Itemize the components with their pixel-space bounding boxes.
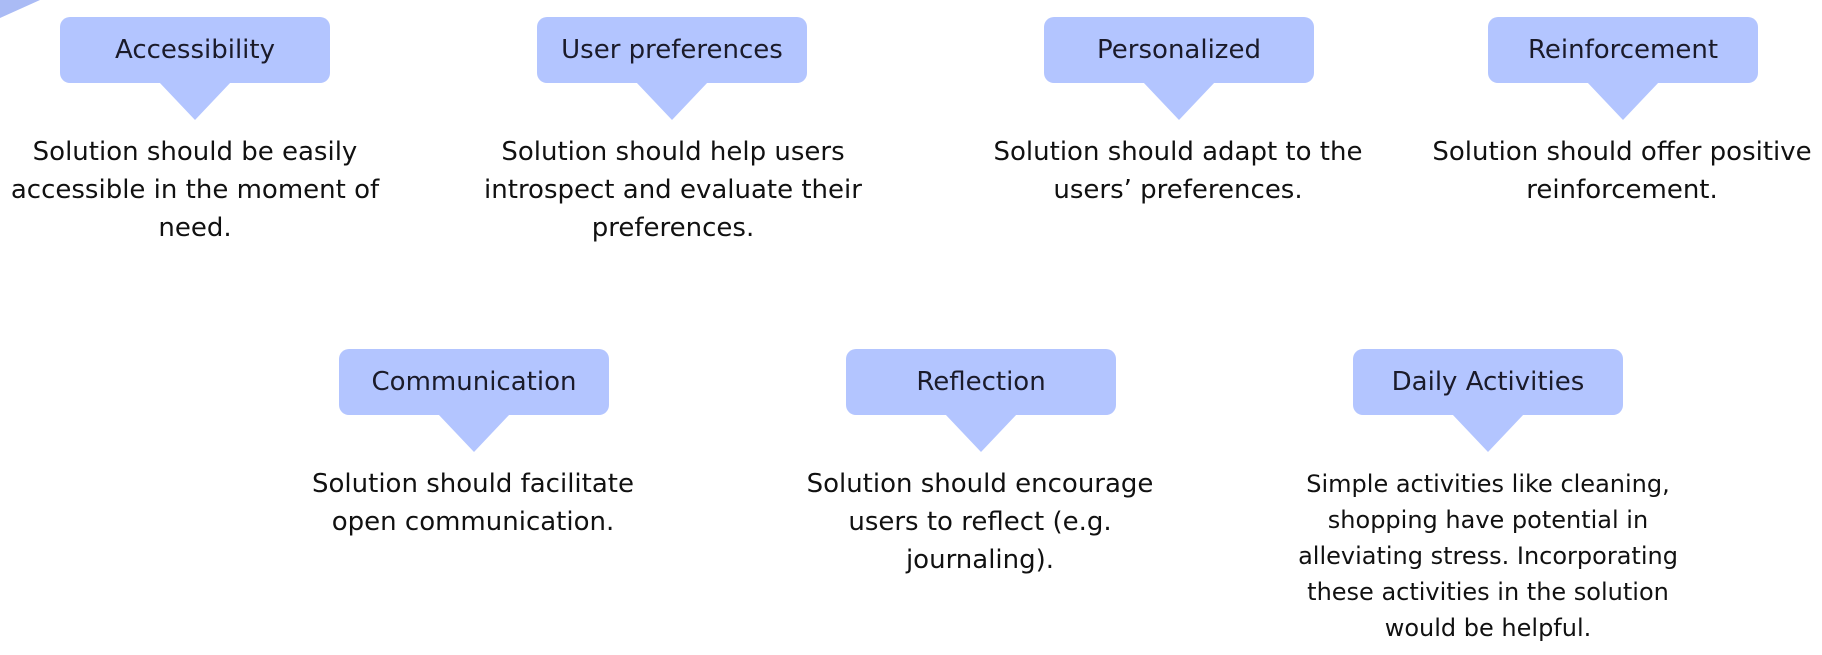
card-description: Solution should facilitate open communic…	[312, 469, 634, 537]
card-title: Reinforcement	[1527, 35, 1719, 65]
card-title-bubble: Daily Activities	[1353, 349, 1623, 415]
bubble-pointer	[1452, 414, 1524, 452]
card-title-bubble: Accessibility	[60, 17, 330, 83]
bubble-pointer	[1587, 82, 1659, 120]
card-description: Solution should be easily accessible in …	[10, 137, 380, 243]
card-description: Solution should offer positive reinforce…	[1432, 137, 1812, 205]
card-description: Solution should help users introspect an…	[484, 137, 862, 243]
card-title-bubble: Reinforcement	[1488, 17, 1758, 83]
card-title: Accessibility	[115, 35, 275, 65]
card-title: Reflection	[916, 367, 1046, 397]
card-title: Personalized	[1097, 35, 1261, 65]
bubble-pointer	[636, 82, 708, 120]
bubble-pointer	[1143, 82, 1215, 120]
card-description: Solution should encourage users to refle…	[806, 469, 1154, 575]
card-title-bubble: Communication	[339, 349, 609, 415]
card-description: Solution should adapt to the users’ pref…	[993, 137, 1363, 205]
bubble-pointer	[438, 414, 510, 452]
corner-decoration	[0, 0, 40, 18]
card-description: Simple activities like cleaning, shoppin…	[1298, 470, 1678, 642]
bubble-pointer	[159, 82, 231, 120]
card-title-bubble: Personalized	[1044, 17, 1314, 83]
card-title: Communication	[371, 367, 577, 397]
card-title-bubble: User preferences	[537, 17, 807, 83]
card-title: Daily Activities	[1391, 367, 1585, 397]
card-title-bubble: Reflection	[846, 349, 1116, 415]
card-title: User preferences	[561, 35, 783, 65]
bubble-pointer	[945, 414, 1017, 452]
